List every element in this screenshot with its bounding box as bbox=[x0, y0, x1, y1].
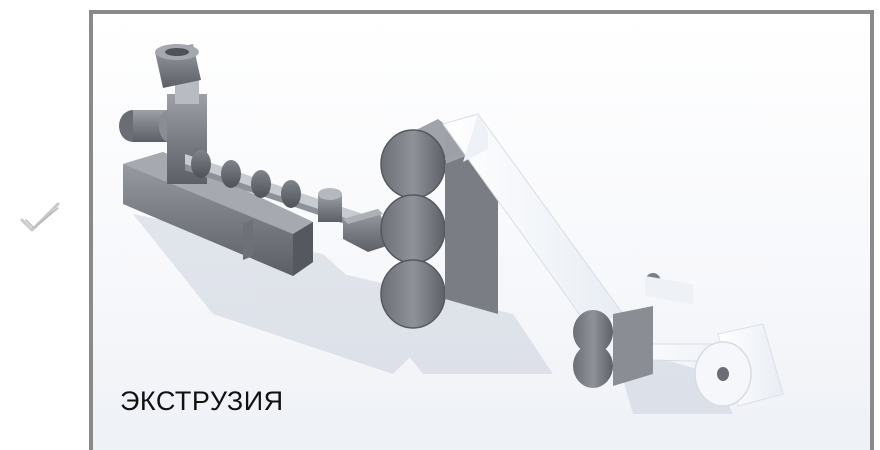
check-icon bbox=[20, 202, 60, 232]
chill-rolls bbox=[380, 119, 498, 329]
winding-roll bbox=[694, 323, 784, 407]
extruder-barrel bbox=[185, 150, 363, 230]
haul-off-rollers bbox=[573, 273, 693, 388]
extrusion-line-illustration bbox=[119, 44, 784, 414]
extrusion-image-frame: ЭКСТРУЗИЯ bbox=[89, 10, 874, 450]
caption-title: ЭКСТРУЗИЯ bbox=[120, 386, 284, 416]
extruder-hopper bbox=[155, 44, 207, 184]
die-head bbox=[343, 209, 393, 252]
